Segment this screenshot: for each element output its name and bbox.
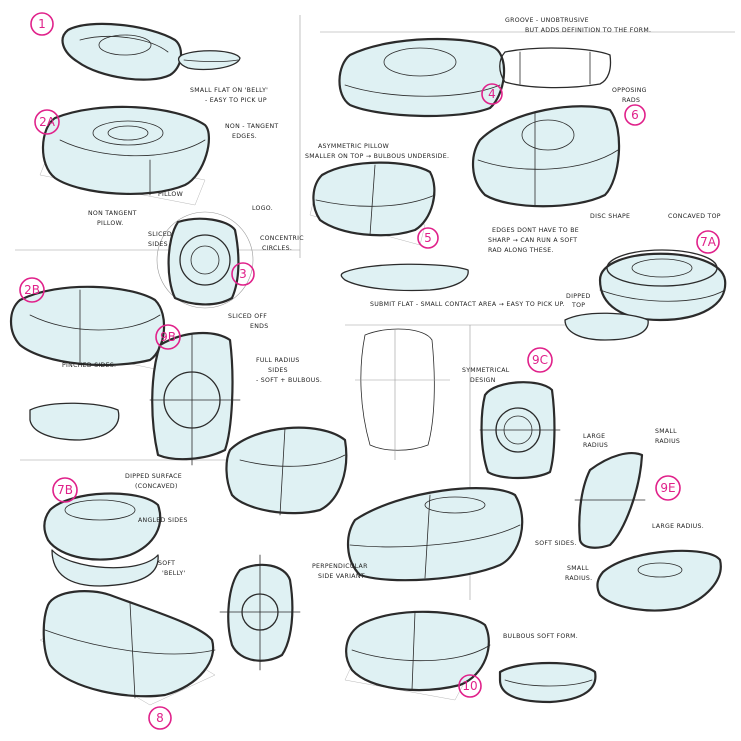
page-divider-lines [15,15,735,600]
note-opposing-2: RADS [622,97,640,104]
note-non-tangent-edges-2: EDGES. [232,133,257,140]
note-perpendicular-1: PERPENDICULAR [312,563,368,570]
concept-9c-number: 9C [527,347,553,373]
note-soft-belly-1: SOFT [158,560,175,567]
svg-text:8: 8 [156,711,164,725]
concept-6-number: 6 [624,104,646,126]
svg-text:9E: 9E [660,481,675,495]
concept-2a-number: 2A [34,109,60,135]
note-dipped-surface-2: (CONCAVED) [135,483,178,490]
concept-10-number: 10 [458,674,482,698]
svg-text:3: 3 [239,267,247,281]
concept-1-sketch [61,22,241,81]
concept-5-number: 5 [417,227,439,249]
svg-text:9C: 9C [532,353,548,367]
note-large-radius-1: LARGE [583,433,605,440]
svg-text:6: 6 [631,108,639,122]
note-small-flat-2: - EASY TO PICK UP [205,97,267,104]
concept-9e-sketch [574,452,722,612]
note-asym-2: SMALLER ON TOP → BULBOUS UNDERSIDE. [305,153,449,160]
oval-plan-sketch [219,554,301,671]
svg-text:7B: 7B [57,483,73,497]
concept-10-sketch [344,610,597,704]
note-edges-3: RAD ALONG THESE. [488,247,554,254]
concept-7b-sketch [43,492,162,587]
note-pinched-sides: PINCHED SIDES. [62,362,116,369]
note-large-radius-right: LARGE RADIUS. [652,523,704,530]
note-edges-2: SHARP → CAN RUN A SOFT [488,237,577,244]
note-large-radius-2: RADIUS [583,442,608,449]
note-sliced-sides-1: SLICED [148,231,172,238]
note-small-radius-top-2: RADIUS [655,438,680,445]
note-sliced-off-2: ENDS [250,323,268,330]
concept-2b-sketch [9,285,171,441]
note-opposing-1: OPPOSING [612,87,647,94]
note-small-radius-bottom-1: SMALL [567,565,589,572]
svg-text:2A: 2A [39,115,56,129]
concept-1-number: 1 [30,12,54,36]
note-dipped-2: TOP [571,302,585,309]
perpendicular-variant-sketch [346,487,524,582]
note-asym-1: ASYMMETRIC PILLOW [318,143,389,150]
concept-4-sketch [338,37,612,118]
drum-sketch [225,426,348,516]
note-soft-belly-2: 'BELLY' [162,570,186,577]
concept-4-number: 4 [481,83,503,105]
note-disc-shape: DISC SHAPE [590,213,630,220]
note-dipped-1: DIPPED [566,293,591,300]
note-non-tangent-pillow-1: NON TANGENT [88,210,137,217]
note-concentric-2: CIRCLES. [262,245,292,252]
note-logo: LOGO. [252,205,273,212]
note-full-radius-1: FULL RADIUS [256,357,300,364]
concept-6-sketch [471,105,621,208]
ghost-square-sketch [355,328,450,460]
note-pillow: PILLOW [158,191,183,198]
note-dipped-surface-1: DIPPED SURFACE [125,473,182,480]
concept-2a-sketch [39,105,210,206]
note-sliced-sides-2: SIDES [148,241,168,248]
svg-text:7A: 7A [700,235,717,249]
concept-7b-number: 7B [52,477,78,503]
note-angled-sides: ANGLED SIDES [138,517,188,524]
concept-8-sketch [39,590,216,706]
note-groove-2: BUT ADDS DEFINITION TO THE FORM. [525,27,651,34]
concept-9e-number: 9E [655,475,681,501]
note-small-radius-top-1: SMALL [655,428,677,435]
concept-9b-number: 9B [155,324,181,350]
note-non-tangent-pillow-2: PILLOW. [97,220,124,227]
concept-3-number: 3 [231,262,255,286]
note-submit-flat: SUBMIT FLAT - SMALL CONTACT AREA → EASY … [370,301,565,308]
note-groove-1: GROOVE - UNOBTRUSIVE [505,17,589,24]
concept-7a-sketch [564,249,727,341]
note-non-tangent-edges-1: NON - TANGENT [225,123,278,130]
note-full-radius-2: SIDES [268,367,288,374]
concept-7a-number: 7A [696,230,720,254]
note-small-radius-bottom-2: RADIUS. [565,575,592,582]
concept-9b-sketch [149,331,241,466]
concept-3-sketch [156,211,254,309]
note-soft-sides: SOFT SIDES. [535,540,577,547]
concept-8-number: 8 [148,706,172,730]
concept-5-sketch [309,161,436,246]
svg-text:1: 1 [38,17,46,31]
note-small-flat-1: SMALL FLAT ON 'BELLY' [190,87,268,94]
svg-text:5: 5 [424,231,432,245]
note-concentric-1: CONCENTRIC [260,235,304,242]
concept-9c-sketch [479,381,561,480]
svg-text:10: 10 [462,679,477,693]
svg-text:2B: 2B [24,283,40,297]
concept-2b-number: 2B [19,277,45,303]
note-concave-top: CONCAVED TOP [668,213,721,220]
note-edges-1: EDGES DONT HAVE TO BE [492,227,579,234]
note-symmetrical-2: DESIGN [470,377,496,384]
submit-flat-sketch [340,263,469,292]
note-symmetrical-1: SYMMETRICAL [462,367,510,374]
svg-text:4: 4 [488,87,496,101]
svg-text:9B: 9B [160,330,176,344]
note-bulbous-soft-form: BULBOUS SOFT FORM. [503,633,578,640]
note-perpendicular-2: SIDE VARIANT [318,573,365,580]
note-full-radius-3: - SOFT + BULBOUS. [256,377,322,384]
note-sliced-off-1: SLICED OFF [228,313,267,320]
